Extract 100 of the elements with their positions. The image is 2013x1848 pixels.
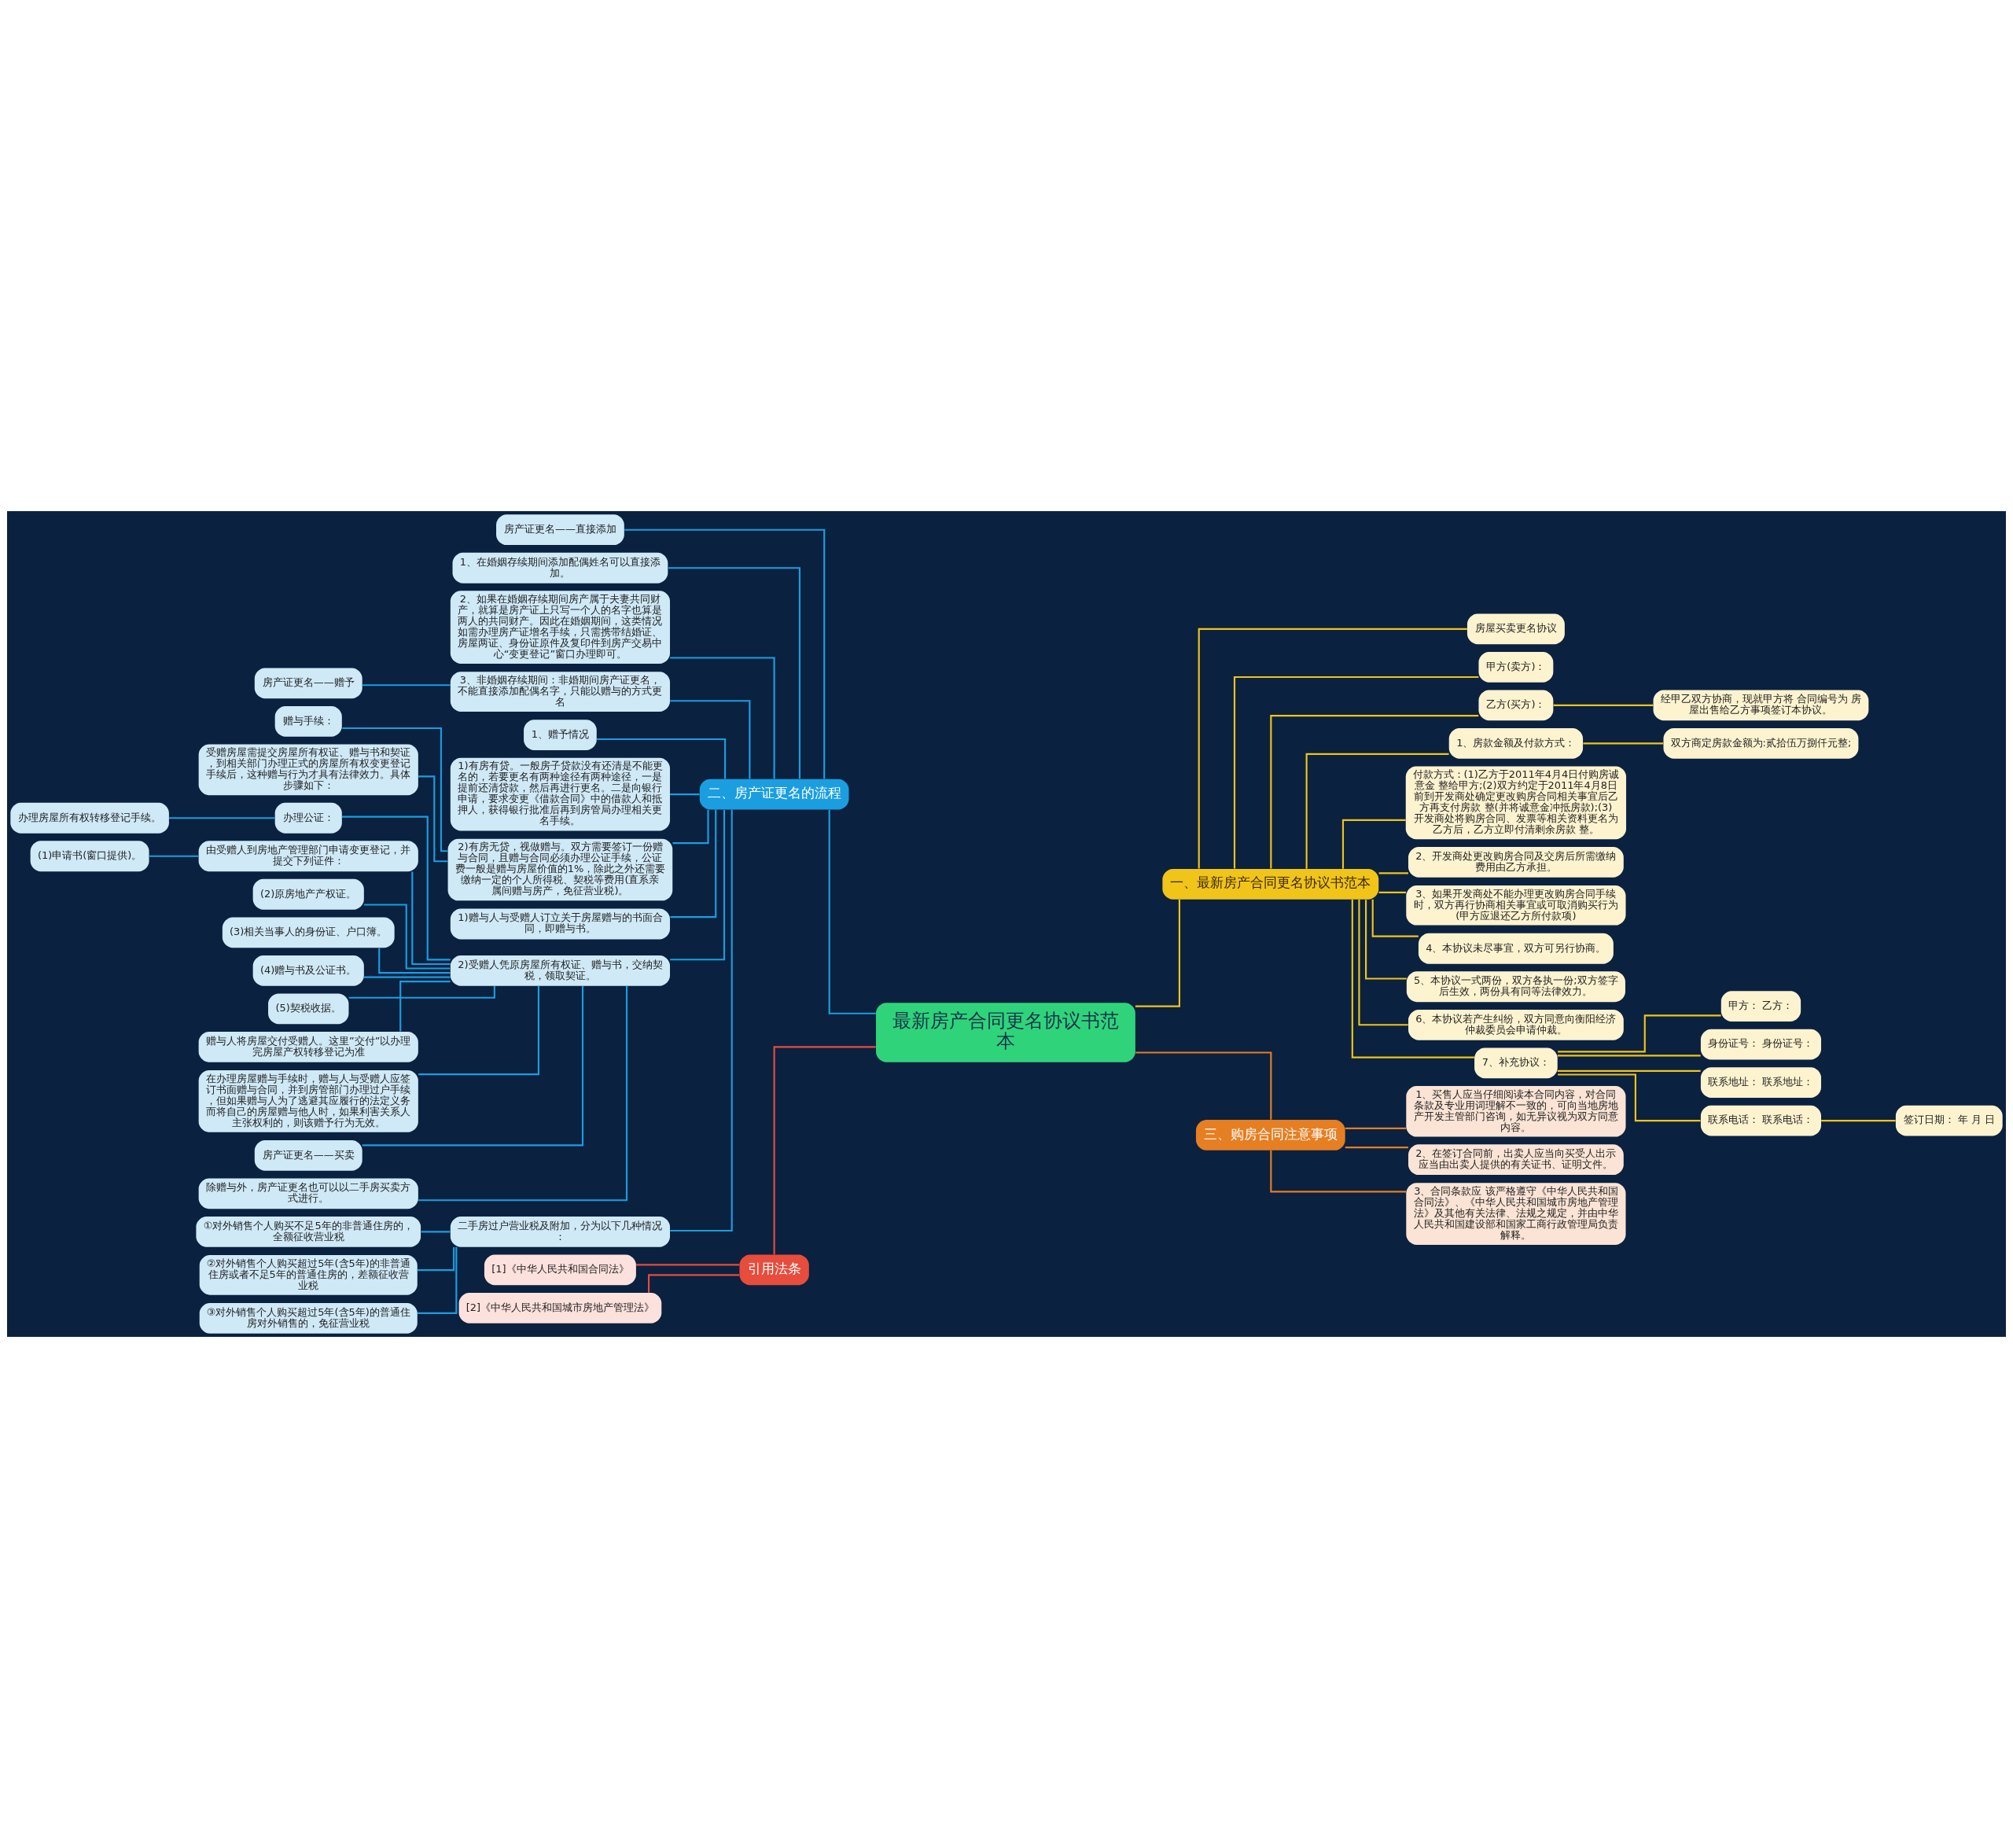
connector xyxy=(670,809,733,1232)
node-box: 1、赠予情况 xyxy=(524,720,597,750)
connector xyxy=(1233,676,1479,869)
node-box: 一、最新房产合同更名协议书范本 xyxy=(1162,868,1379,900)
node-box: 4、本协议未尽事宜，双方可另行协商。 xyxy=(1418,933,1614,964)
node-box: 联系地址： 联系地址： xyxy=(1700,1067,1821,1098)
node-box: 受赠房屋需提交房屋所有权证、赠与书和契证，到相关部门办理正式的房屋所有权变更登记手续后，这种赠与行为才具有法律效力。具体步骤如下： xyxy=(198,744,418,796)
node-box: 3、如果开发商处不能办理更改购房合同手续时，双方再行协商相关事宜或可取消购买行为(甲方应退还乙方所付款项) xyxy=(1406,885,1626,926)
node-box: 房屋买卖更名协议 xyxy=(1467,613,1565,645)
connector xyxy=(1378,872,1408,874)
node-box: (2)原房地产产权证。 xyxy=(252,878,364,910)
connector xyxy=(672,809,709,845)
connector xyxy=(1198,628,1467,869)
node-box: 3、非婚姻存续期间：非婚期间房产证更名，不能直接添加配偶名字，只能以赠与的方式更名 xyxy=(450,672,670,712)
connector xyxy=(1305,753,1449,869)
node-box: 最新房产合同更名协议书范本 xyxy=(876,1003,1135,1062)
node-box: 双方商定房款金额为:贰拾伍万捌仟元整; xyxy=(1663,728,1859,759)
connector xyxy=(363,976,451,978)
connector xyxy=(1365,900,1407,980)
node-box: 房产证更名——买卖 xyxy=(254,1139,362,1171)
connector xyxy=(418,985,628,1202)
connector xyxy=(773,1046,876,1255)
node-box: 2、开发商处更改购房合同及交房后所需缴纳费用由乙方承担。 xyxy=(1408,846,1624,878)
node-box: ①对外销售个人购买不足5年的非普通住房的，全额征收营业税 xyxy=(196,1216,421,1247)
node-box: 联系电话： 联系电话： xyxy=(1700,1105,1821,1136)
node-box: ②对外销售个人购买超过5年(含5年)的非普通住房或者不足5年的普通住房的，差额征收营业税 xyxy=(199,1254,418,1295)
connector xyxy=(636,1264,740,1266)
connector xyxy=(1553,704,1654,706)
connector xyxy=(418,985,539,1076)
node-box: [1]《中华人民共和国合同法》 xyxy=(484,1254,636,1286)
connector xyxy=(1351,899,1474,1058)
connector xyxy=(1345,1147,1408,1149)
connector xyxy=(1135,900,1180,1007)
connector xyxy=(1270,1150,1407,1193)
connector xyxy=(168,817,275,819)
node-box: 经甲乙双方协商，现就甲方将 合同编号为 房屋出售给乙方事项签订本协议。 xyxy=(1653,690,1869,721)
node-box: 赠与手续： xyxy=(274,705,342,737)
connector xyxy=(417,1246,455,1272)
node-box: 二手房过户营业税及附加，分为以下几种情况： xyxy=(450,1216,670,1247)
node-box: 1、在婚姻存续期间添加配偶姓名可以直接添加。 xyxy=(452,552,668,583)
connector xyxy=(362,986,584,1147)
node-box: 1、房款金额及付款方式： xyxy=(1448,728,1584,759)
node-box: 1)有房有贷。一般房子贷款没有还清是不能更名的，若要更名有两种途径有两种途径，一是提前还清贷款，然后再进行更名。二是向银行申请，要求变更《借款合同》中的借款人和抵押人，获得银行批准后再到房管局办理相关更名手续。 xyxy=(450,757,670,831)
connector xyxy=(668,567,801,779)
connector xyxy=(363,904,451,970)
connector xyxy=(1358,899,1408,1026)
connector xyxy=(421,1231,451,1233)
connector xyxy=(418,775,448,863)
node-box: (1)申请书(窗口提供)。 xyxy=(30,841,149,872)
node-box: 3、合同条款应 该严格遵守《中华人民共和国合同法》、《中华人民共和国城市房地产管理法》及其他有关法律、法规之规定，并由中华人民共和国建设部和国家工商行政管理局负责解释。 xyxy=(1406,1183,1626,1246)
node-box: 7、补充协议： xyxy=(1474,1047,1558,1079)
connector xyxy=(411,871,451,966)
connector xyxy=(149,855,199,857)
connector xyxy=(670,700,751,779)
node-box: 身份证号： 身份证号： xyxy=(1700,1029,1821,1060)
connector xyxy=(670,657,775,779)
node-box: 房产证更名——直接添加 xyxy=(496,514,624,546)
node-box: 甲方(卖方)： xyxy=(1478,651,1554,683)
node-box: 2)受赠人凭原房屋所有权证、赠与书，交纳契税，领取契证。 xyxy=(450,955,670,986)
connector xyxy=(1270,715,1479,869)
connector xyxy=(1341,819,1406,869)
connector xyxy=(362,684,451,687)
node-box: (3)相关当事人的身份证、户口簿。 xyxy=(222,917,395,948)
connector xyxy=(1558,1014,1721,1053)
node-box: 5、本协议一式两份，双方各执一份;双方签字后生效，两份具有同等法律效力。 xyxy=(1406,971,1625,1003)
node-box: 二、房产证更名的流程 xyxy=(699,779,849,810)
node-box: 2、在签订合同前，出卖人应当向买受人出示应当由出卖人提供的有关证书、证明文件。 xyxy=(1408,1144,1624,1176)
connector xyxy=(1557,1055,1701,1057)
connector xyxy=(399,981,451,1032)
connector xyxy=(417,1246,458,1314)
connector xyxy=(378,948,451,974)
node-box: 甲方： 乙方： xyxy=(1720,991,1801,1022)
node-box: (5)契税收据。 xyxy=(268,993,349,1025)
node-box: ③对外销售个人购买超过5年(含5年)的普通住房对外销售的，免征营业税 xyxy=(199,1302,418,1334)
node-box: 三、购房合同注意事项 xyxy=(1195,1120,1345,1150)
connector xyxy=(828,809,876,1014)
node-box: (4)赠与书及公证书。 xyxy=(252,955,364,986)
connector xyxy=(342,727,448,852)
node-box: 2)有房无贷，视做赠与。双方需要签订一份赠与合同，且赠与合同必须办理公证手续，公证费一般是赠与房屋价值的1%，除此之外还需要缴纳一定的个人所得税、契税等费用(直系亲属间赠与房产，免征营业税)。 xyxy=(447,838,673,901)
node-box: 6、本协议若产生纠纷，双方同意向衡阳经济仲裁委员会申请仲裁。 xyxy=(1408,1009,1624,1040)
node-box: 1、买售人应当仔细阅读本合同内容，对合同条款及专业用词理解不一致的，可向当地房地产开发主管部门咨询，如无异议视为双方同意内容。 xyxy=(1406,1085,1626,1137)
connector xyxy=(1583,742,1664,745)
node-box: 赠与人将房屋交付受赠人。这里”交付”以办理完房屋产权转移登记为准 xyxy=(198,1031,418,1062)
connector xyxy=(1821,1120,1896,1122)
connector xyxy=(670,809,726,961)
connector xyxy=(1557,1069,1701,1072)
connector xyxy=(348,985,495,999)
connector xyxy=(624,528,826,779)
node-box: 除赠与外，房产证更名也可以以二手房买卖方式进行。 xyxy=(198,1178,418,1209)
connector xyxy=(670,809,717,918)
connector xyxy=(670,793,700,796)
connector xyxy=(1345,1127,1406,1129)
node-box: 办理公证： xyxy=(274,802,342,834)
connector xyxy=(1135,1051,1272,1120)
node-box: 办理房屋所有权转移登记手续。 xyxy=(10,802,169,834)
connector xyxy=(1558,1073,1701,1122)
node-box: 房产证更名——赠予 xyxy=(254,668,362,699)
node-box: 付款方式：(1)乙方于2011年4月4日付购房诚意金 整给甲方;(2)双方约定于2011年4月8日前到开发商处确定更改购房合同相关事宜后乙方再支付房款 整(并将诚意金冲抵房款);(3)开发商处将购房合同、发票等相关资料更名为乙方后，乙方立即付清剩余房款 整。 xyxy=(1405,766,1627,840)
node-box: 引用法条 xyxy=(739,1254,809,1286)
node-box: 签订日期： 年 月 日 xyxy=(1895,1105,2003,1136)
